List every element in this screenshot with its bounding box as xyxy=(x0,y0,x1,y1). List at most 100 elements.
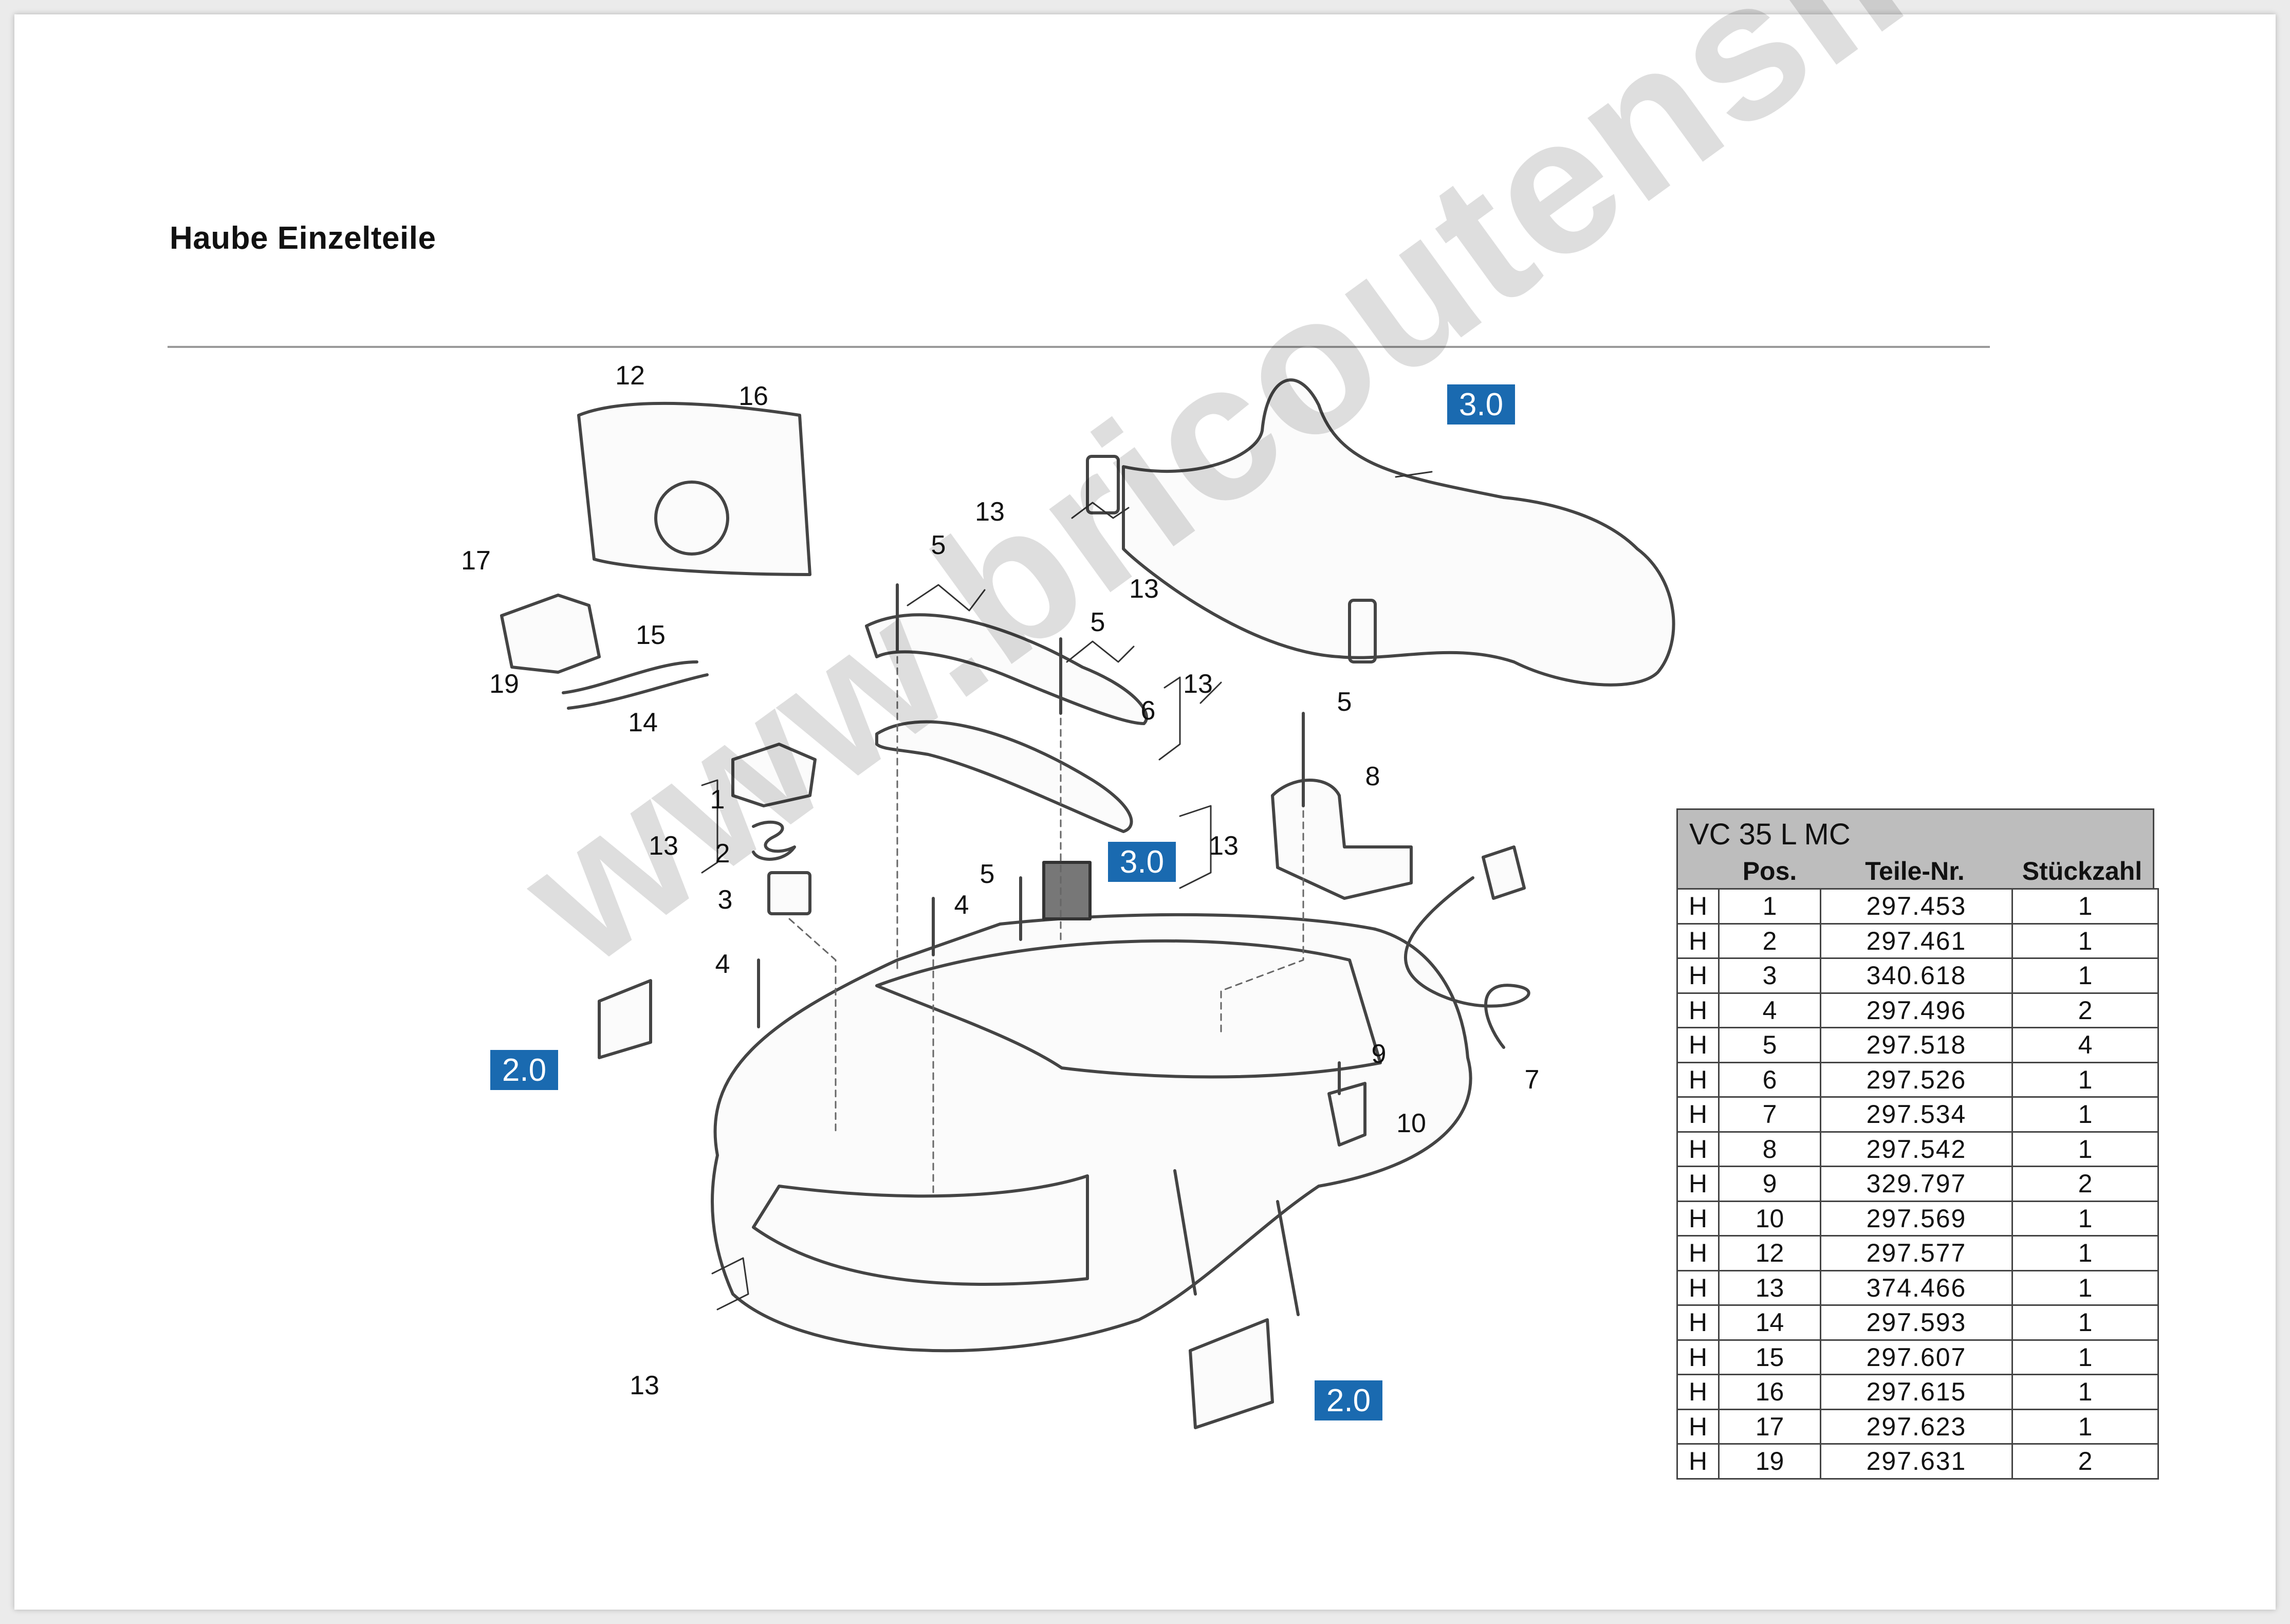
row-quantity: 1 xyxy=(2011,1096,2159,1133)
switch-panel-hole xyxy=(654,481,729,556)
row-pos: 5 xyxy=(1718,1027,1821,1063)
svg-text:3.0: 3.0 xyxy=(1120,844,1164,880)
part-label-13b: 13 xyxy=(1129,574,1159,604)
row-quantity: 1 xyxy=(2011,1339,2159,1375)
side-cover-left xyxy=(598,979,652,1059)
switch-panel-12 xyxy=(577,401,811,576)
row-pos: 1 xyxy=(1718,888,1821,925)
row-quantity: 1 xyxy=(2011,1200,2159,1237)
col-header-quantity: Stückzahl xyxy=(2022,857,2143,885)
callout-3-0-top: 3.0 xyxy=(1447,384,1515,425)
row-quantity: 1 xyxy=(2011,1235,2159,1271)
row-pos: 2 xyxy=(1718,922,1821,959)
row-quantity: 1 xyxy=(2011,1304,2159,1341)
row-part-number: 297.631 xyxy=(1820,1443,2013,1480)
part-label-5c: 5 xyxy=(1337,687,1352,717)
row-part-number: 297.518 xyxy=(1820,1027,2013,1063)
clip-8 xyxy=(1271,779,1413,900)
callout-2-0-bottom: 2.0 xyxy=(1315,1380,1382,1420)
row-part-number: 297.526 xyxy=(1820,1061,2013,1098)
row-group: H xyxy=(1676,1339,1720,1375)
cable-14 xyxy=(562,660,698,694)
power-cord-7 xyxy=(1403,876,1530,1049)
handle-bottom-part xyxy=(875,720,1133,833)
row-quantity: 2 xyxy=(2011,992,2159,1028)
row-pos: 3 xyxy=(1718,957,1821,994)
row-quantity: 4 xyxy=(2011,1027,2159,1063)
assembly-line-5 xyxy=(1220,810,1304,1033)
svg-text:2.0: 2.0 xyxy=(1326,1383,1371,1418)
part-label-13d: 13 xyxy=(649,831,678,861)
part-label-13e: 13 xyxy=(1209,831,1239,861)
row-pos: 16 xyxy=(1718,1374,1821,1410)
row-pos: 12 xyxy=(1718,1235,1821,1271)
row-quantity: 2 xyxy=(2011,1443,2159,1480)
top-panel-clip-right xyxy=(1348,599,1377,663)
row-pos: 6 xyxy=(1718,1061,1821,1098)
side-cover-right xyxy=(1189,1318,1274,1429)
row-quantity: 1 xyxy=(2011,957,2159,994)
row-part-number: 297.593 xyxy=(1820,1304,2013,1341)
row-group: H xyxy=(1676,1096,1720,1133)
row-group: H xyxy=(1676,1200,1720,1237)
row-group: H xyxy=(1676,992,1720,1028)
row-pos: 9 xyxy=(1718,1166,1821,1202)
socket-15 xyxy=(500,594,601,674)
row-group: H xyxy=(1676,1269,1720,1306)
part-label-10: 10 xyxy=(1396,1109,1426,1138)
row-part-number: 297.534 xyxy=(1820,1096,2013,1133)
part-label-9: 9 xyxy=(1372,1039,1387,1069)
col-header-pos: Pos. xyxy=(1742,857,1797,885)
row-part-number: 374.466 xyxy=(1820,1269,2013,1306)
row-group: H xyxy=(1676,1374,1720,1410)
row-part-number: 297.496 xyxy=(1820,992,2013,1028)
row-part-number: 297.577 xyxy=(1820,1235,2013,1271)
row-quantity: 1 xyxy=(2011,1269,2159,1306)
row-quantity: 1 xyxy=(2011,922,2159,959)
part-label-13a: 13 xyxy=(975,497,1005,527)
cable-14-b xyxy=(567,673,709,710)
row-part-number: 297.569 xyxy=(1820,1200,2013,1237)
button-1 xyxy=(731,743,817,807)
part-label-17: 17 xyxy=(461,546,491,576)
row-quantity: 1 xyxy=(2011,1061,2159,1098)
row-part-number: 297.461 xyxy=(1820,922,2013,959)
row-pos: 19 xyxy=(1718,1443,1821,1480)
part-label-4a: 4 xyxy=(954,890,969,920)
row-part-number: 297.623 xyxy=(1820,1408,2013,1445)
base-side-seam xyxy=(1276,1200,1300,1316)
row-pos: 17 xyxy=(1718,1408,1821,1445)
part-label-7: 7 xyxy=(1525,1065,1540,1095)
exploded-parts-diagram: 12 16 17 15 19 14 13 5 13 5 13 6 5 8 1 1… xyxy=(461,361,1675,1429)
part-label-13c: 13 xyxy=(1183,669,1213,699)
col-header-part-number: Teile-Nr. xyxy=(1865,857,1965,885)
document-page: Haube Einzelteile xyxy=(14,0,2290,1610)
row-group: H xyxy=(1676,1061,1720,1098)
filter-block xyxy=(1042,861,1092,920)
parts-table-header: VC 35 L MC Pos. Teile-Nr. Stückzahl xyxy=(1676,808,2154,888)
part-label-12: 12 xyxy=(615,361,645,391)
page-title: Haube Einzelteile xyxy=(170,220,436,256)
row-pos: 7 xyxy=(1718,1096,1821,1133)
row-part-number: 297.607 xyxy=(1820,1339,2013,1375)
row-part-number: 329.797 xyxy=(1820,1166,2013,1202)
base-front-panel xyxy=(752,1174,1089,1286)
row-group: H xyxy=(1676,1443,1720,1480)
part-label-6: 6 xyxy=(1141,696,1156,726)
row-group: H xyxy=(1676,922,1720,959)
